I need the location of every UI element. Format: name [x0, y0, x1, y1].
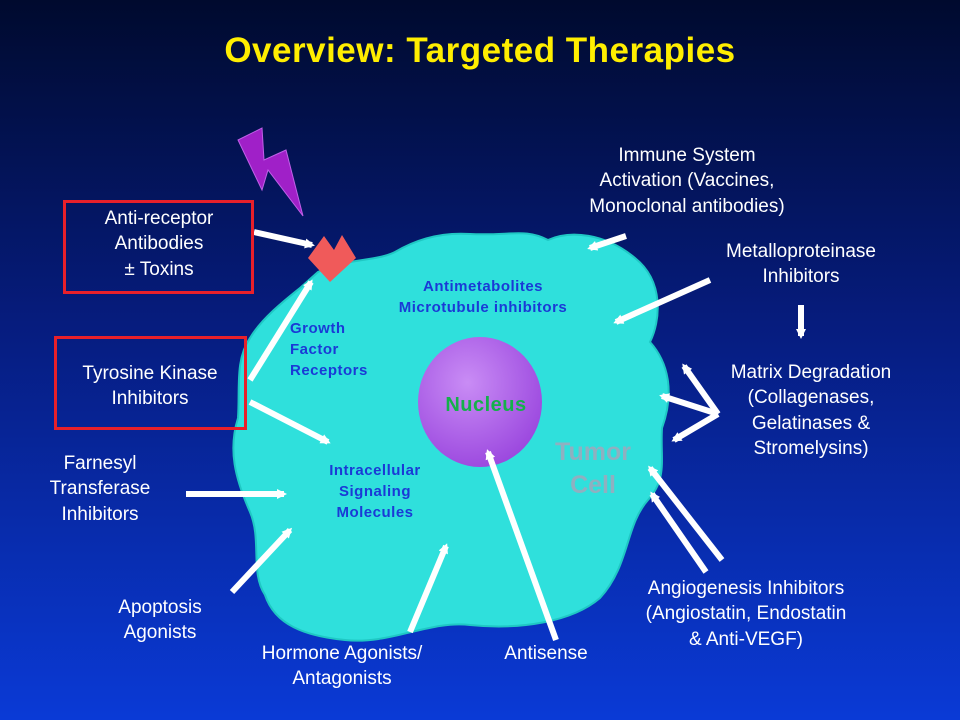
arrow-matrix-2 — [659, 393, 719, 417]
arrow-angio-1 — [647, 465, 725, 562]
arrow-anti-receptor — [253, 229, 315, 249]
hormone-label: Hormone Agonists/ Antagonists — [261, 643, 423, 690]
antisense-label: Antisense — [504, 643, 588, 664]
page-title: Overview: Targeted Therapies — [224, 31, 736, 70]
farnesyl-label: Farnesyl Transferase Inhibitors — [49, 453, 151, 525]
nucleus-shape — [418, 337, 542, 467]
arrow-immune — [587, 233, 627, 251]
apoptosis-label: Apoptosis Agonists — [118, 597, 202, 644]
arrow-matrix-3 — [671, 411, 720, 443]
metalloproteinase-label: Metalloproteinase Inhibitors — [726, 241, 876, 288]
lightning-bolt-icon — [237, 127, 304, 217]
highlight-box-tyrosine — [54, 336, 247, 430]
antimetabolites-label: Antimetabolites Microtubule inhibitors — [398, 278, 568, 316]
arrow-apoptosis — [229, 527, 293, 595]
receptor-icon — [308, 235, 356, 282]
highlight-box-anti-receptor — [63, 200, 254, 294]
immune-system-label: Immune System Activation (Vaccines, Mono… — [589, 145, 785, 217]
arrow-metallo-cell — [613, 277, 712, 325]
anti-receptor-label: Anti-receptor Antibodies ± Toxins — [104, 208, 214, 280]
intracellular-signaling-label: Intracellular Signaling Molecules — [329, 462, 421, 521]
arrow-antisense — [485, 449, 559, 642]
arrow-tyrosine-up — [247, 279, 314, 382]
tyrosine-kinase-label: Tyrosine Kinase Inhibitors — [82, 363, 218, 410]
arrow-angio-2 — [649, 491, 709, 574]
angiogenesis-label: Angiogenesis Inhibitors (Angiostatin, En… — [645, 578, 847, 650]
growth-factor-receptors-label: Growth Factor Receptors — [290, 320, 368, 379]
arrow-hormone — [407, 543, 449, 634]
arrow-tyrosine-down — [248, 399, 331, 445]
matrix-degradation-label: Matrix Degradation (Collagenases, Gelati… — [730, 362, 892, 460]
tumor-cell-label: Tumor Cell — [555, 438, 631, 499]
arrow-matrix-1 — [681, 363, 721, 416]
nucleus-label: Nucleus — [445, 394, 527, 416]
